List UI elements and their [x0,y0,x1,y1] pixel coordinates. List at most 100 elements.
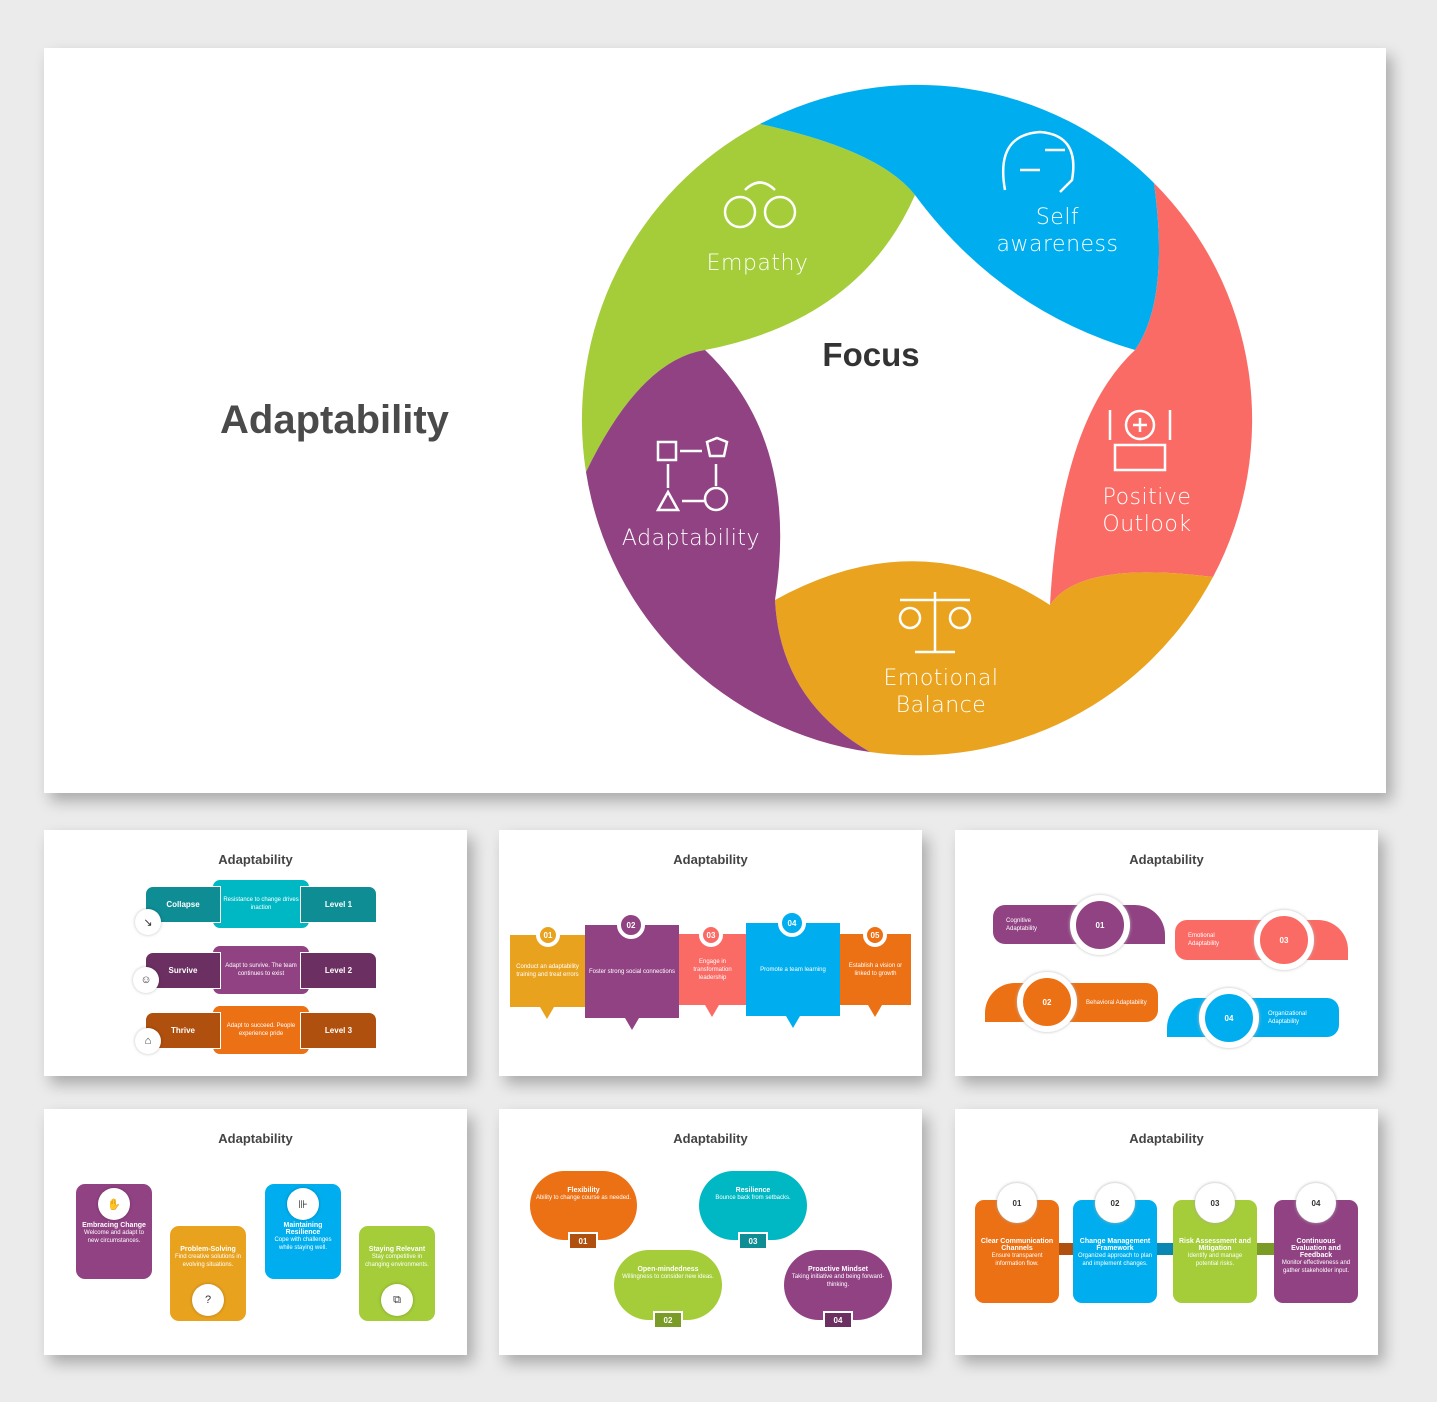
type-text: Cognitive Adaptability [1006,917,1038,932]
segment-positive-outlook [1050,183,1253,605]
trait-number: 01 [568,1232,598,1250]
shapes-cycle-icon [655,436,729,512]
thumb-title: Adaptability [673,852,748,867]
step-box: Foster strong social connections [585,925,679,1018]
type-text: Emotional Adaptability [1188,933,1220,947]
team-icon: ⌂ [135,1028,161,1054]
thumb-title: Adaptability [218,1131,293,1146]
pointer [705,1005,719,1017]
thumbnail-slide-2[interactable]: Adaptability Conduct an adaptability tra… [499,830,922,1076]
pointer [868,1005,882,1017]
thumb-title: Adaptability [1129,1131,1204,1146]
step-number: 04 [778,909,806,937]
puzzle-icon: ⧉ [381,1284,413,1316]
card-text: Find creative solutions in evolving situ… [174,1254,242,1268]
connector [1253,1243,1277,1255]
strategy-title: Risk Assessment and Mitigation [1178,1238,1252,1252]
trait-text: Bounce back from setbacks. [715,1195,791,1201]
thumbnail-slide-6[interactable]: Adaptability Clear Communication Channel… [955,1109,1378,1355]
level-desc-text: Adapt to survive. The team continues to … [225,963,297,977]
card-title: Problem-Solving [180,1246,236,1253]
level-desc-text: Resistance to change drives inaction [223,897,299,911]
step-number: 02 [617,911,645,939]
step-text: Conduct an adaptability training and tre… [516,964,579,978]
pointer [625,1018,639,1030]
spring-icon: ⊪ [287,1188,319,1220]
thumb-title: Adaptability [673,1131,748,1146]
strategy-text: Organized approach to plan and implement… [1077,1253,1153,1267]
trait-text: Willingness to consider new ideas. [622,1274,714,1280]
strategy-number: 02 [1095,1183,1135,1223]
trait-number: 04 [823,1311,853,1329]
strategy-title: Clear Communication Channels [980,1238,1054,1252]
focus-wheel [581,84,1253,756]
lightbulb-icon: ? [192,1284,224,1316]
step-text: Establish a vision or linked to growth [848,962,903,977]
level-desc-text: Adapt to succeed. People experience prid… [226,1023,296,1037]
type-text: Behavioral Adaptability [1086,999,1147,1006]
person-icon: ☺ [133,967,159,993]
level-number: Level 1 [300,886,377,923]
step-box: Conduct an adaptability training and tre… [510,935,585,1007]
card-text: Stay competitive in changing environment… [365,1254,429,1268]
thumbnail-slide-1[interactable]: Adaptability Resistance to change drives… [44,830,467,1076]
step-text: Engage in transformation leadership [693,958,732,981]
trait-title: Open-mindedness [637,1266,699,1273]
card-text: Cope with challenges while staying well. [274,1237,332,1251]
trait-number: 03 [738,1232,768,1250]
segment-label: Emotional Balance [883,666,999,718]
step-text: Promote a team learning [760,966,826,973]
strategy-number: 01 [997,1183,1037,1223]
item-number: 04 [1199,988,1259,1048]
strategy-number: 03 [1195,1183,1235,1223]
segment-emotional-balance [775,561,1213,756]
strategy-text: Ensure transparent information flow. [991,1253,1043,1267]
segment-label: Empathy [706,251,809,276]
segment-label: Self awareness [996,205,1119,257]
strategy-number: 04 [1296,1183,1336,1223]
strategy-text: Monitor effectiveness and gather stakeho… [1281,1260,1351,1274]
center-label: Focus [822,336,920,373]
trait-title: Flexibility [567,1187,600,1194]
head-arrows-icon [1001,130,1075,193]
pointer [786,1016,800,1028]
trait-title: Resilience [735,1187,771,1194]
step-box: Promote a team learning [746,923,840,1016]
trait-number: 02 [653,1311,683,1329]
step-number: 05 [863,923,887,947]
card-text: Welcome and adapt to new circumstances. [84,1230,144,1244]
trait-text: Ability to change course as needed. [535,1195,632,1201]
level-desc: Adapt to succeed. People experience prid… [212,1005,310,1055]
thumbnail-slide-3[interactable]: Adaptability Cognitive Adaptability Emot… [955,830,1378,1076]
hands-heart-icon [1108,409,1172,472]
thumb-title: Adaptability [1129,852,1204,867]
trait-title: Proactive Mindset [808,1266,868,1273]
strategy-title: Continuous Evaluation and Feedback [1291,1238,1341,1259]
level-desc: Adapt to survive. The team continues to … [212,945,310,995]
step-text: Foster strong social connections [588,968,676,975]
type-text: Organizational Adaptability [1268,1010,1307,1025]
hands-icon: ✋ [98,1188,130,1220]
level-number: Level 3 [300,1012,377,1049]
segment-label: Positive Outlook [1102,485,1192,537]
thumb-title: Adaptability [218,852,293,867]
segment-label: Adaptability [621,526,761,551]
pointer [540,1007,554,1019]
strategy-text: Identify and manage potential risks. [1187,1253,1243,1267]
step-number: 01 [536,923,560,947]
item-number: 01 [1070,895,1130,955]
card-title: Embracing Change [82,1222,146,1229]
segment-empathy [581,124,915,472]
card-title: Staying Relevant [368,1246,426,1253]
item-number: 02 [1017,972,1077,1032]
